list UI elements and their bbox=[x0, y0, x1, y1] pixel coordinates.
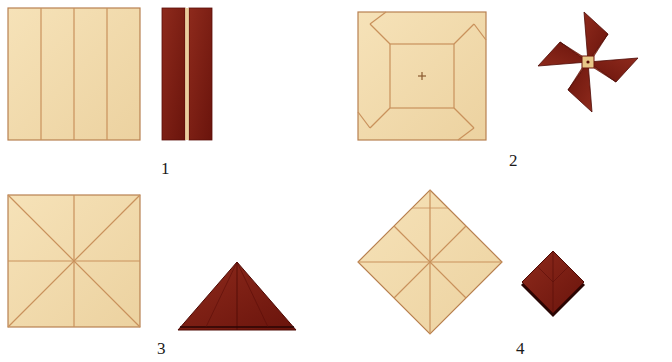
triangle-base bbox=[178, 262, 296, 330]
crease-square bbox=[358, 12, 486, 140]
square-base bbox=[521, 251, 585, 317]
crease-square bbox=[8, 195, 140, 327]
figure-number: 2 bbox=[509, 152, 518, 169]
pinwheel bbox=[538, 12, 638, 112]
figure-number: 3 bbox=[157, 340, 166, 357]
folded-cupboard bbox=[162, 8, 212, 140]
crease-square bbox=[8, 8, 140, 140]
figure-number: 4 bbox=[516, 340, 525, 357]
crease-diamond bbox=[358, 190, 502, 334]
figure-number: 1 bbox=[161, 160, 170, 177]
